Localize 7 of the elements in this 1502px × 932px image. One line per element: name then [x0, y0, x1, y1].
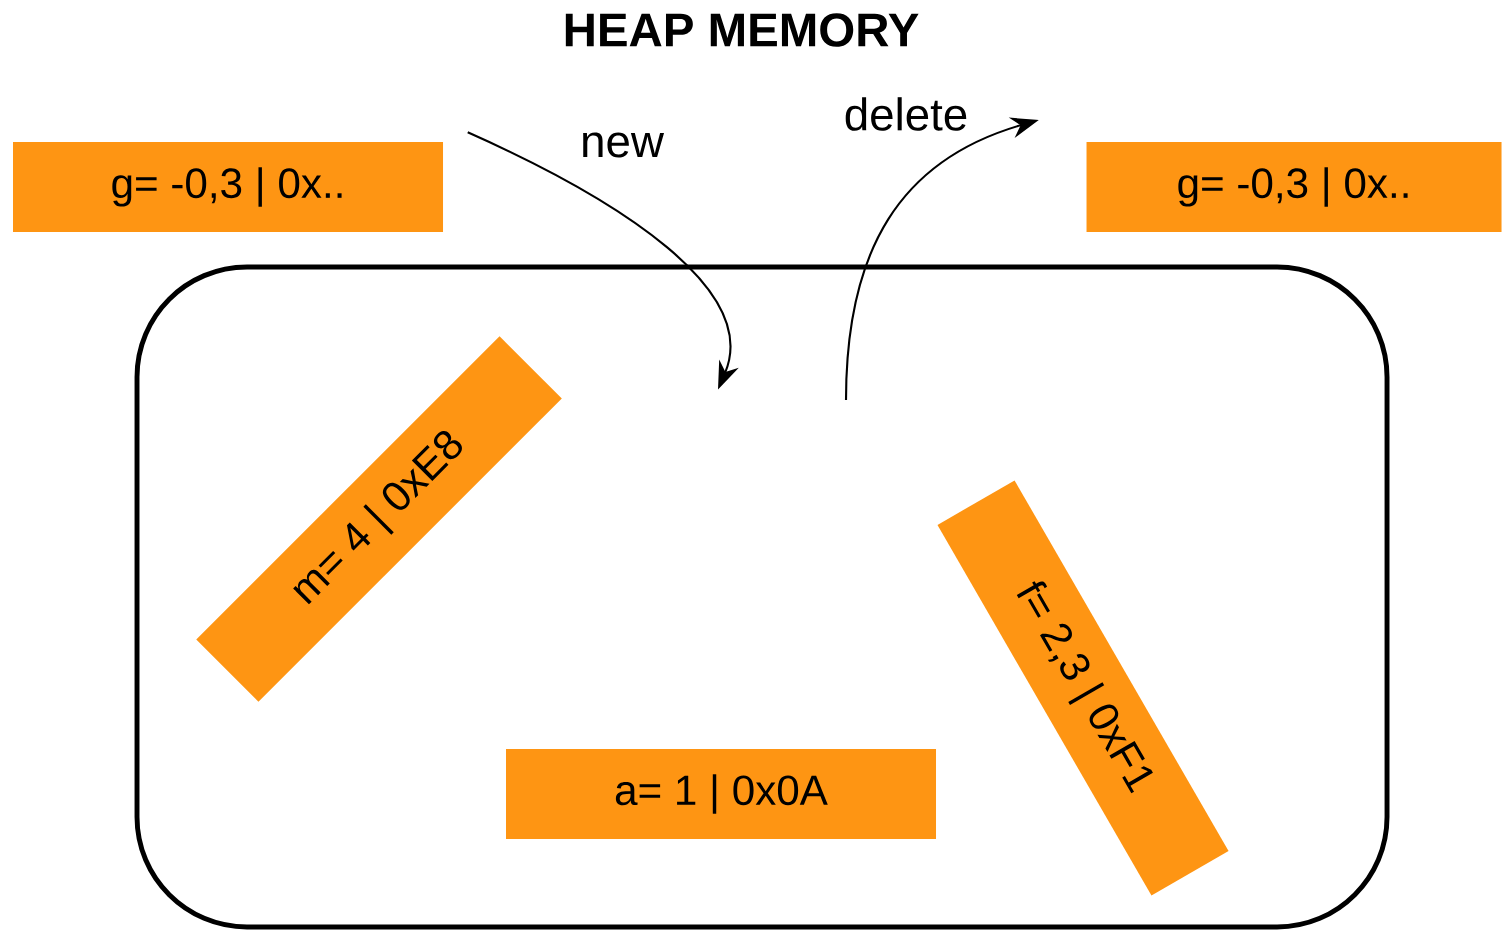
edge-label: delete: [840, 93, 972, 135]
memory-block: g= -0,3 | 0x..: [13, 142, 443, 232]
heap-region: [134, 264, 1390, 930]
edge-label: new: [576, 128, 668, 161]
memory-block: g= -0,3 | 0x..: [1086, 142, 1502, 232]
memory-block: a= 1 | 0x0A: [506, 749, 936, 839]
title: HEAP MEMORY: [565, 13, 919, 47]
